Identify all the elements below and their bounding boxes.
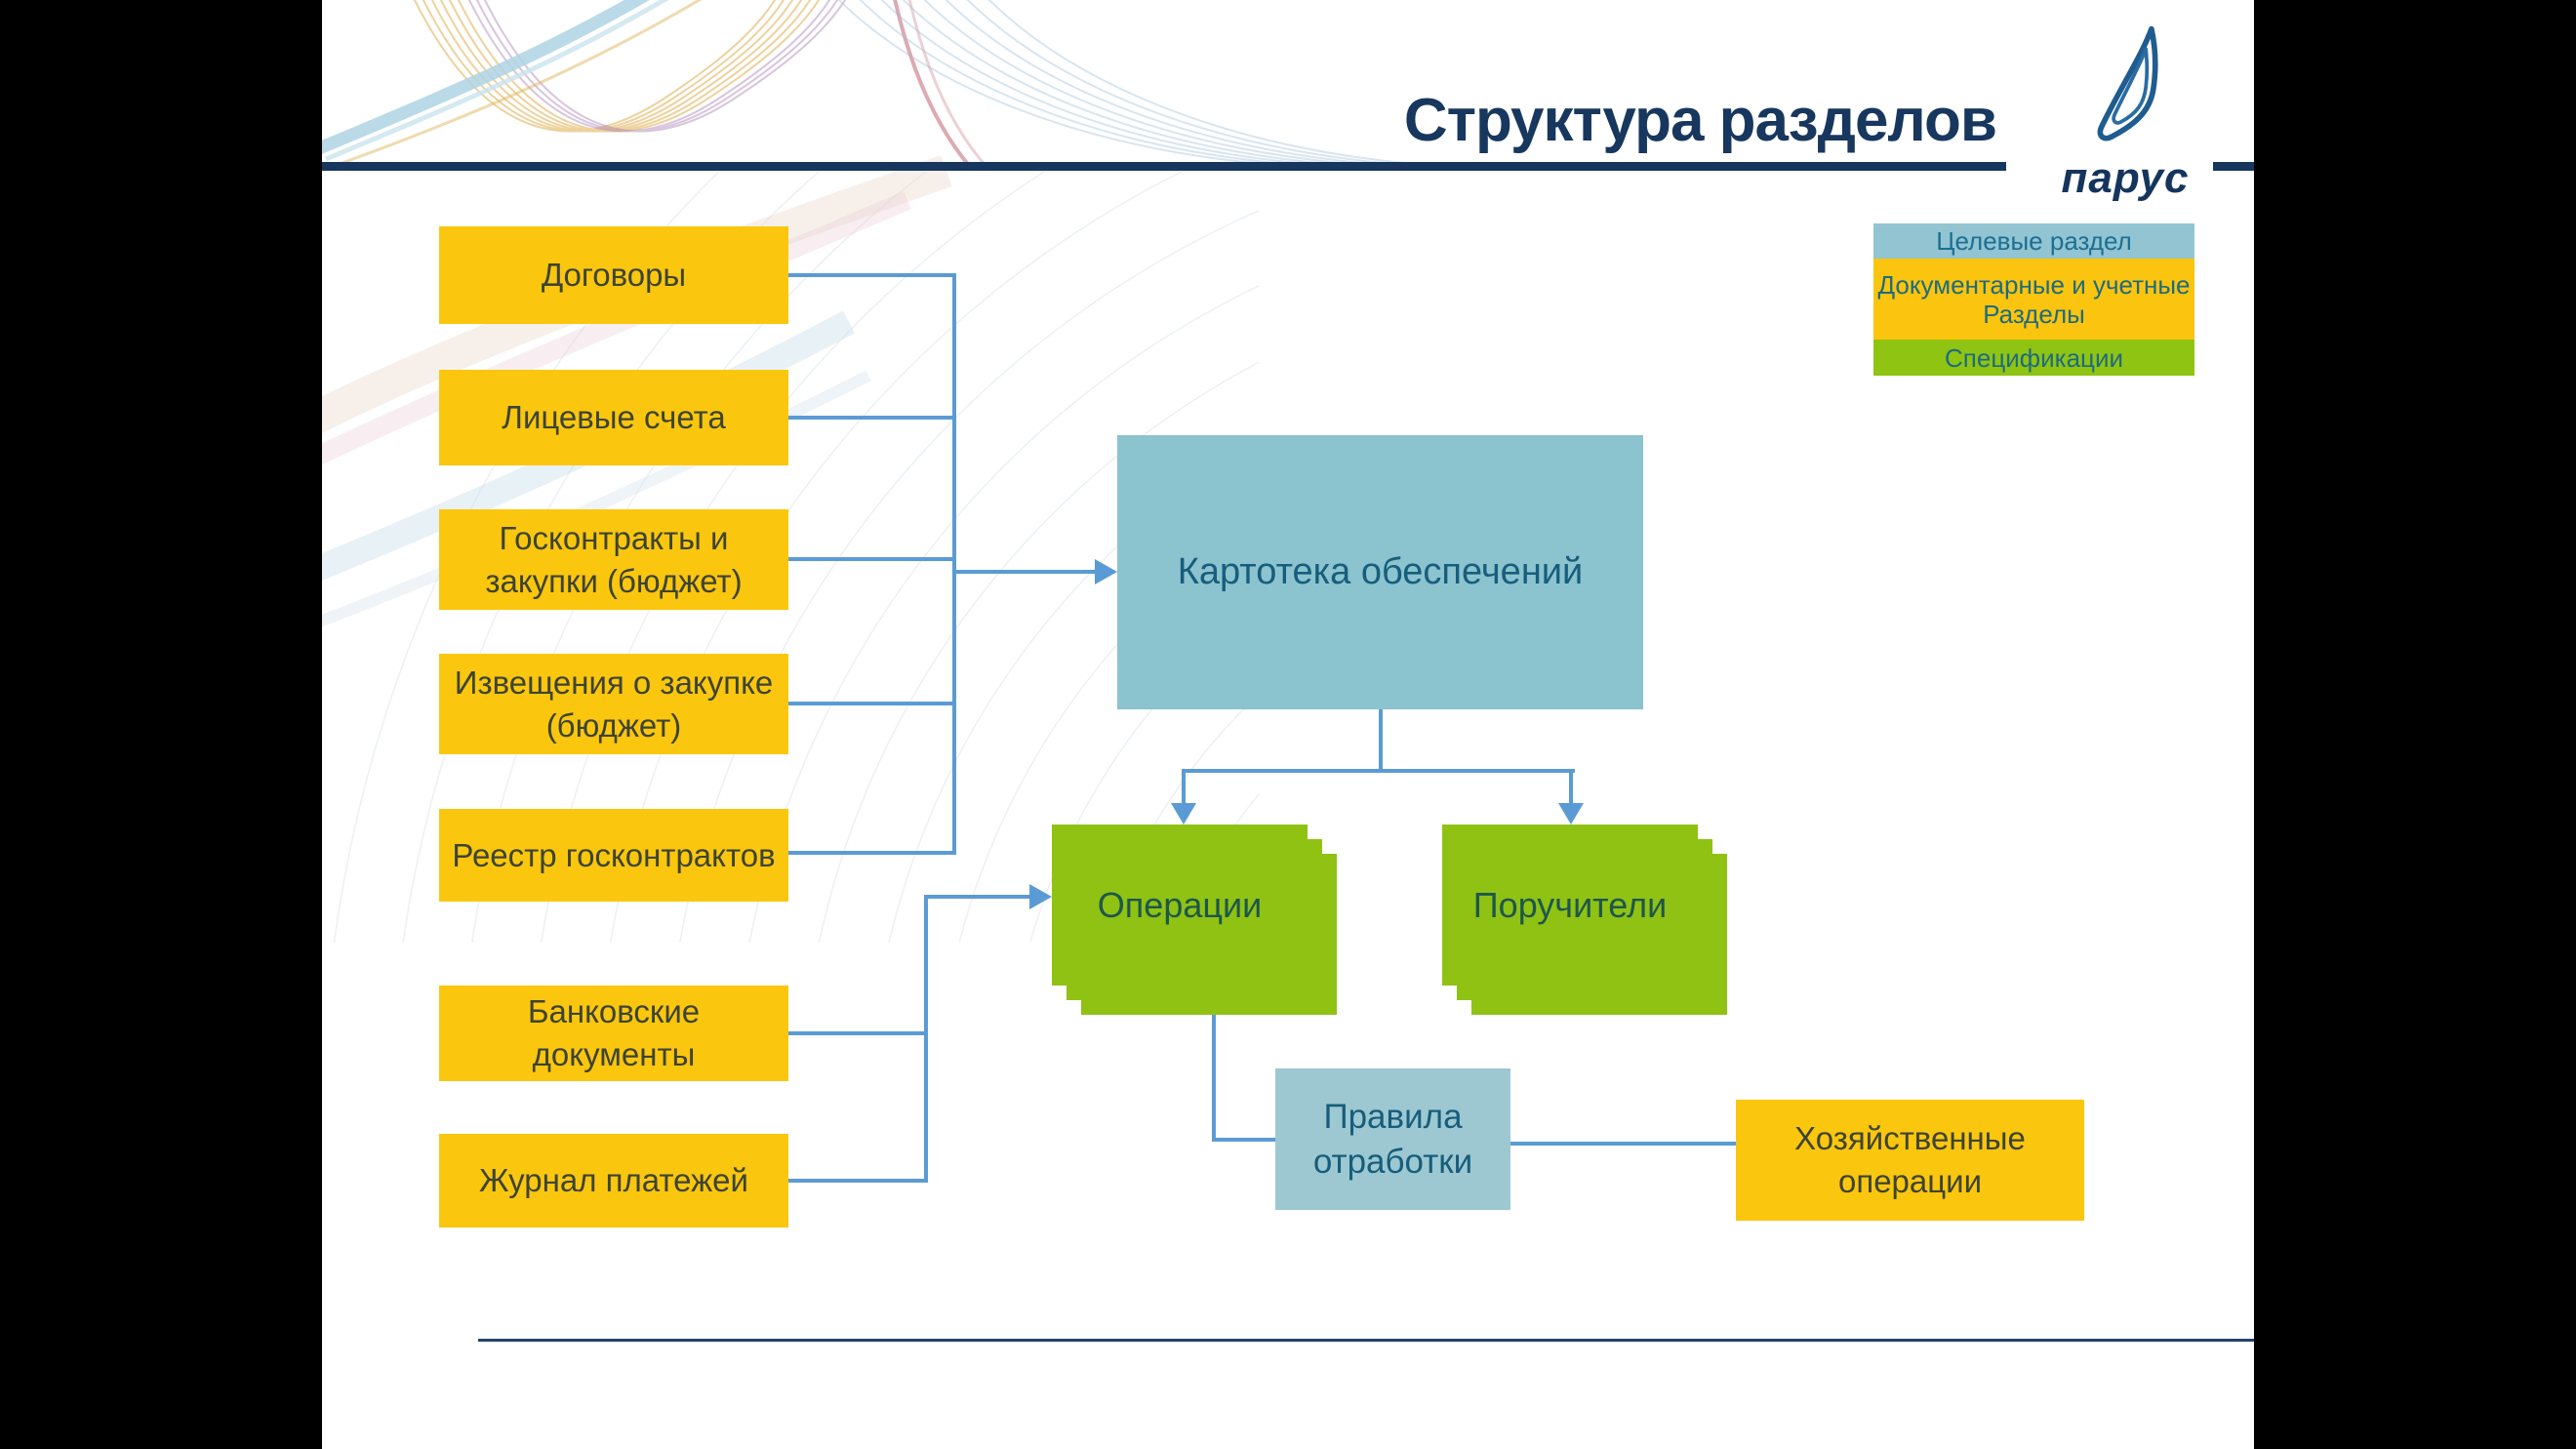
box-reestr-goskontraktov: Реестр госконтрактов — [439, 809, 788, 902]
connector-lower-trunk — [924, 895, 928, 1183]
box-pravila-otrabotki: Правила отработки — [1275, 1068, 1510, 1210]
sail-icon — [2097, 25, 2158, 141]
connector-stub-licevye — [788, 416, 954, 420]
connector-upper-trunk — [952, 273, 956, 855]
connector-split-bar — [1182, 769, 1575, 773]
box-khozyaystvennye-operacii: Хозяйственные операции — [1736, 1100, 2084, 1221]
footer-line — [478, 1339, 2254, 1342]
connector-to-pravila — [1212, 1138, 1275, 1142]
box-zhurnal-platezhey: Журнал платежей — [439, 1134, 788, 1228]
connector-split-left-stem — [1182, 769, 1186, 806]
slide-canvas: Структура разделов парус Целевые раздел … — [322, 0, 2254, 1449]
box-operacii-stack: Операции — [1052, 825, 1337, 1015]
connector-stub-zhurnal — [788, 1179, 928, 1183]
box-goskontrakty-zakupki: Госконтракты и закупки (бюджет) — [439, 509, 788, 610]
arrowhead-to-operacii-top — [1171, 803, 1196, 825]
parus-logo-text: парус — [2061, 154, 2190, 202]
box-licevye-scheta: Лицевые счета — [439, 370, 788, 465]
connector-stub-reestr — [788, 851, 954, 855]
connector-to-operacii — [924, 895, 1031, 899]
legend-item-target: Целевые раздел — [1873, 223, 2194, 259]
arrowhead-to-operacii-left — [1029, 884, 1052, 909]
box-poruchiteli: Поручители — [1442, 825, 1698, 986]
box-kartoteka-obespecheniy: Картотека обеспечений — [1117, 435, 1643, 709]
connector-pravila-to-khoz — [1510, 1142, 1736, 1146]
connector-to-kartoteka — [952, 570, 1096, 574]
legend-item-documentary: Документарные и учетные Разделы — [1873, 259, 2194, 340]
arrowhead-to-poruchiteli-top — [1558, 803, 1584, 825]
connector-stub-bankovskie — [788, 1031, 928, 1035]
connector-split-right-stem — [1569, 769, 1573, 806]
page-title: Структура разделов — [1403, 87, 1997, 154]
box-bankovskie-dokumenty: Банковские документы — [439, 986, 788, 1081]
parus-logo: парус — [2047, 20, 2213, 202]
box-operacii: Операции — [1052, 825, 1308, 986]
arrowhead-to-kartoteka — [1095, 559, 1117, 584]
legend-item-specifications: Спецификации — [1873, 340, 2194, 376]
title-underline — [322, 162, 2006, 171]
connector-stub-goskontrakty — [788, 557, 954, 561]
box-izveshcheniya-zakupke: Извещения о закупке (бюджет) — [439, 654, 788, 754]
legend: Целевые раздел Документарные и учетные Р… — [1873, 223, 2194, 376]
connector-kartoteka-down — [1379, 709, 1383, 771]
box-poruchiteli-stack: Поручители — [1442, 825, 1727, 1015]
connector-stub-izveshcheniya — [788, 702, 954, 705]
box-dogovory: Договоры — [439, 226, 788, 324]
connector-operacii-down — [1212, 986, 1216, 1142]
connector-stub-dogovory — [788, 273, 954, 277]
title-underline-dash — [2213, 162, 2254, 171]
